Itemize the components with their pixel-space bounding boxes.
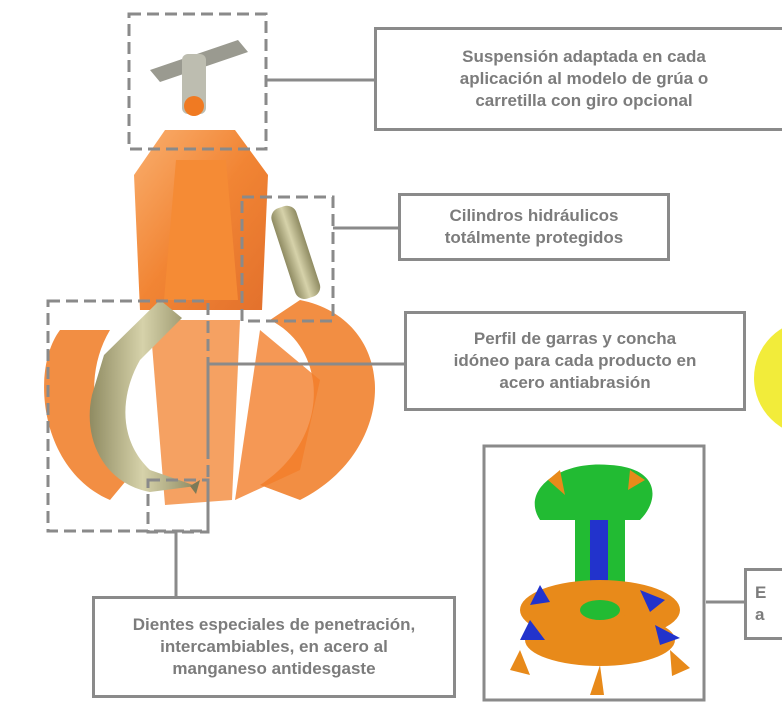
khaki-claw: [89, 300, 196, 492]
callout-cilindros: Cilindros hidráulicos totálmente protegi…: [398, 193, 670, 261]
orange-grab-illustration: [44, 40, 375, 505]
shell-right: [260, 300, 375, 500]
callout-dientes: Dientes especiales de penetración, inter…: [92, 596, 456, 698]
dashed-box-tooth: [146, 478, 210, 534]
leader-perfil: [206, 362, 404, 450]
hydraulic-cylinder: [271, 205, 321, 299]
callout-fem-partial: E a: [744, 568, 782, 640]
suspension-mount: [150, 40, 248, 116]
leader-lines: [174, 78, 744, 604]
dashed-box-cylinder: [240, 195, 335, 323]
shell-center: [150, 320, 240, 505]
callout-suspension: Suspensión adaptada en cada aplicación a…: [374, 27, 782, 131]
fem-analysis-inset: [482, 444, 706, 702]
yellow-disc: [754, 328, 782, 428]
callout-perfil: Perfil de garras y concha idóneo para ca…: [404, 311, 746, 411]
